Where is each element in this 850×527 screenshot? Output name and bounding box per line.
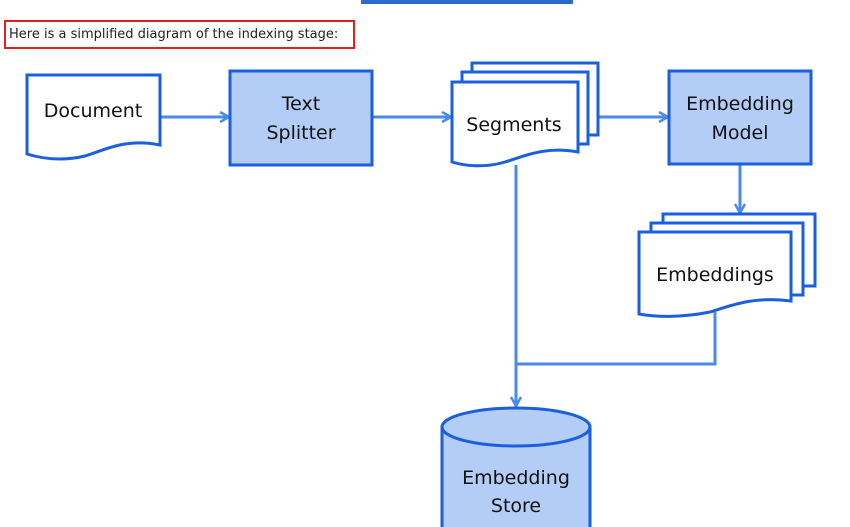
node-text-splitter: Text Splitter (228, 69, 374, 167)
embedding-model-label-2: Model (711, 122, 768, 144)
node-embedding-store: Embedding Store (440, 406, 592, 527)
embedding-model-shape (667, 69, 813, 166)
edge-embeddings-to-store (516, 312, 717, 366)
node-segments: Segments (450, 61, 600, 168)
embeddings-label: Embeddings (656, 264, 774, 286)
segments-label: Segments (466, 114, 561, 136)
text-splitter-shape (228, 69, 374, 167)
edges (160, 117, 740, 406)
node-embedding-model: Embedding Model (667, 69, 813, 166)
text-splitter-label-1: Text (281, 93, 320, 115)
node-embeddings: Embeddings (637, 212, 817, 318)
embedding-model-label-1: Embedding (686, 93, 794, 115)
node-document: Document (25, 73, 162, 161)
embedding-store-label-2: Store (491, 495, 541, 517)
segments-shape (450, 80, 580, 168)
document-label: Document (44, 100, 142, 122)
embedding-store-body (440, 427, 592, 527)
embedding-store-label-1: Embedding (462, 467, 570, 489)
header-bar (361, 0, 573, 4)
embedding-store-top (440, 406, 592, 448)
document-shape (25, 73, 162, 161)
embeddings-shape (637, 230, 793, 318)
caption-text: Here is a simplified diagram of the inde… (4, 20, 355, 49)
text-splitter-label-2: Splitter (266, 122, 335, 144)
